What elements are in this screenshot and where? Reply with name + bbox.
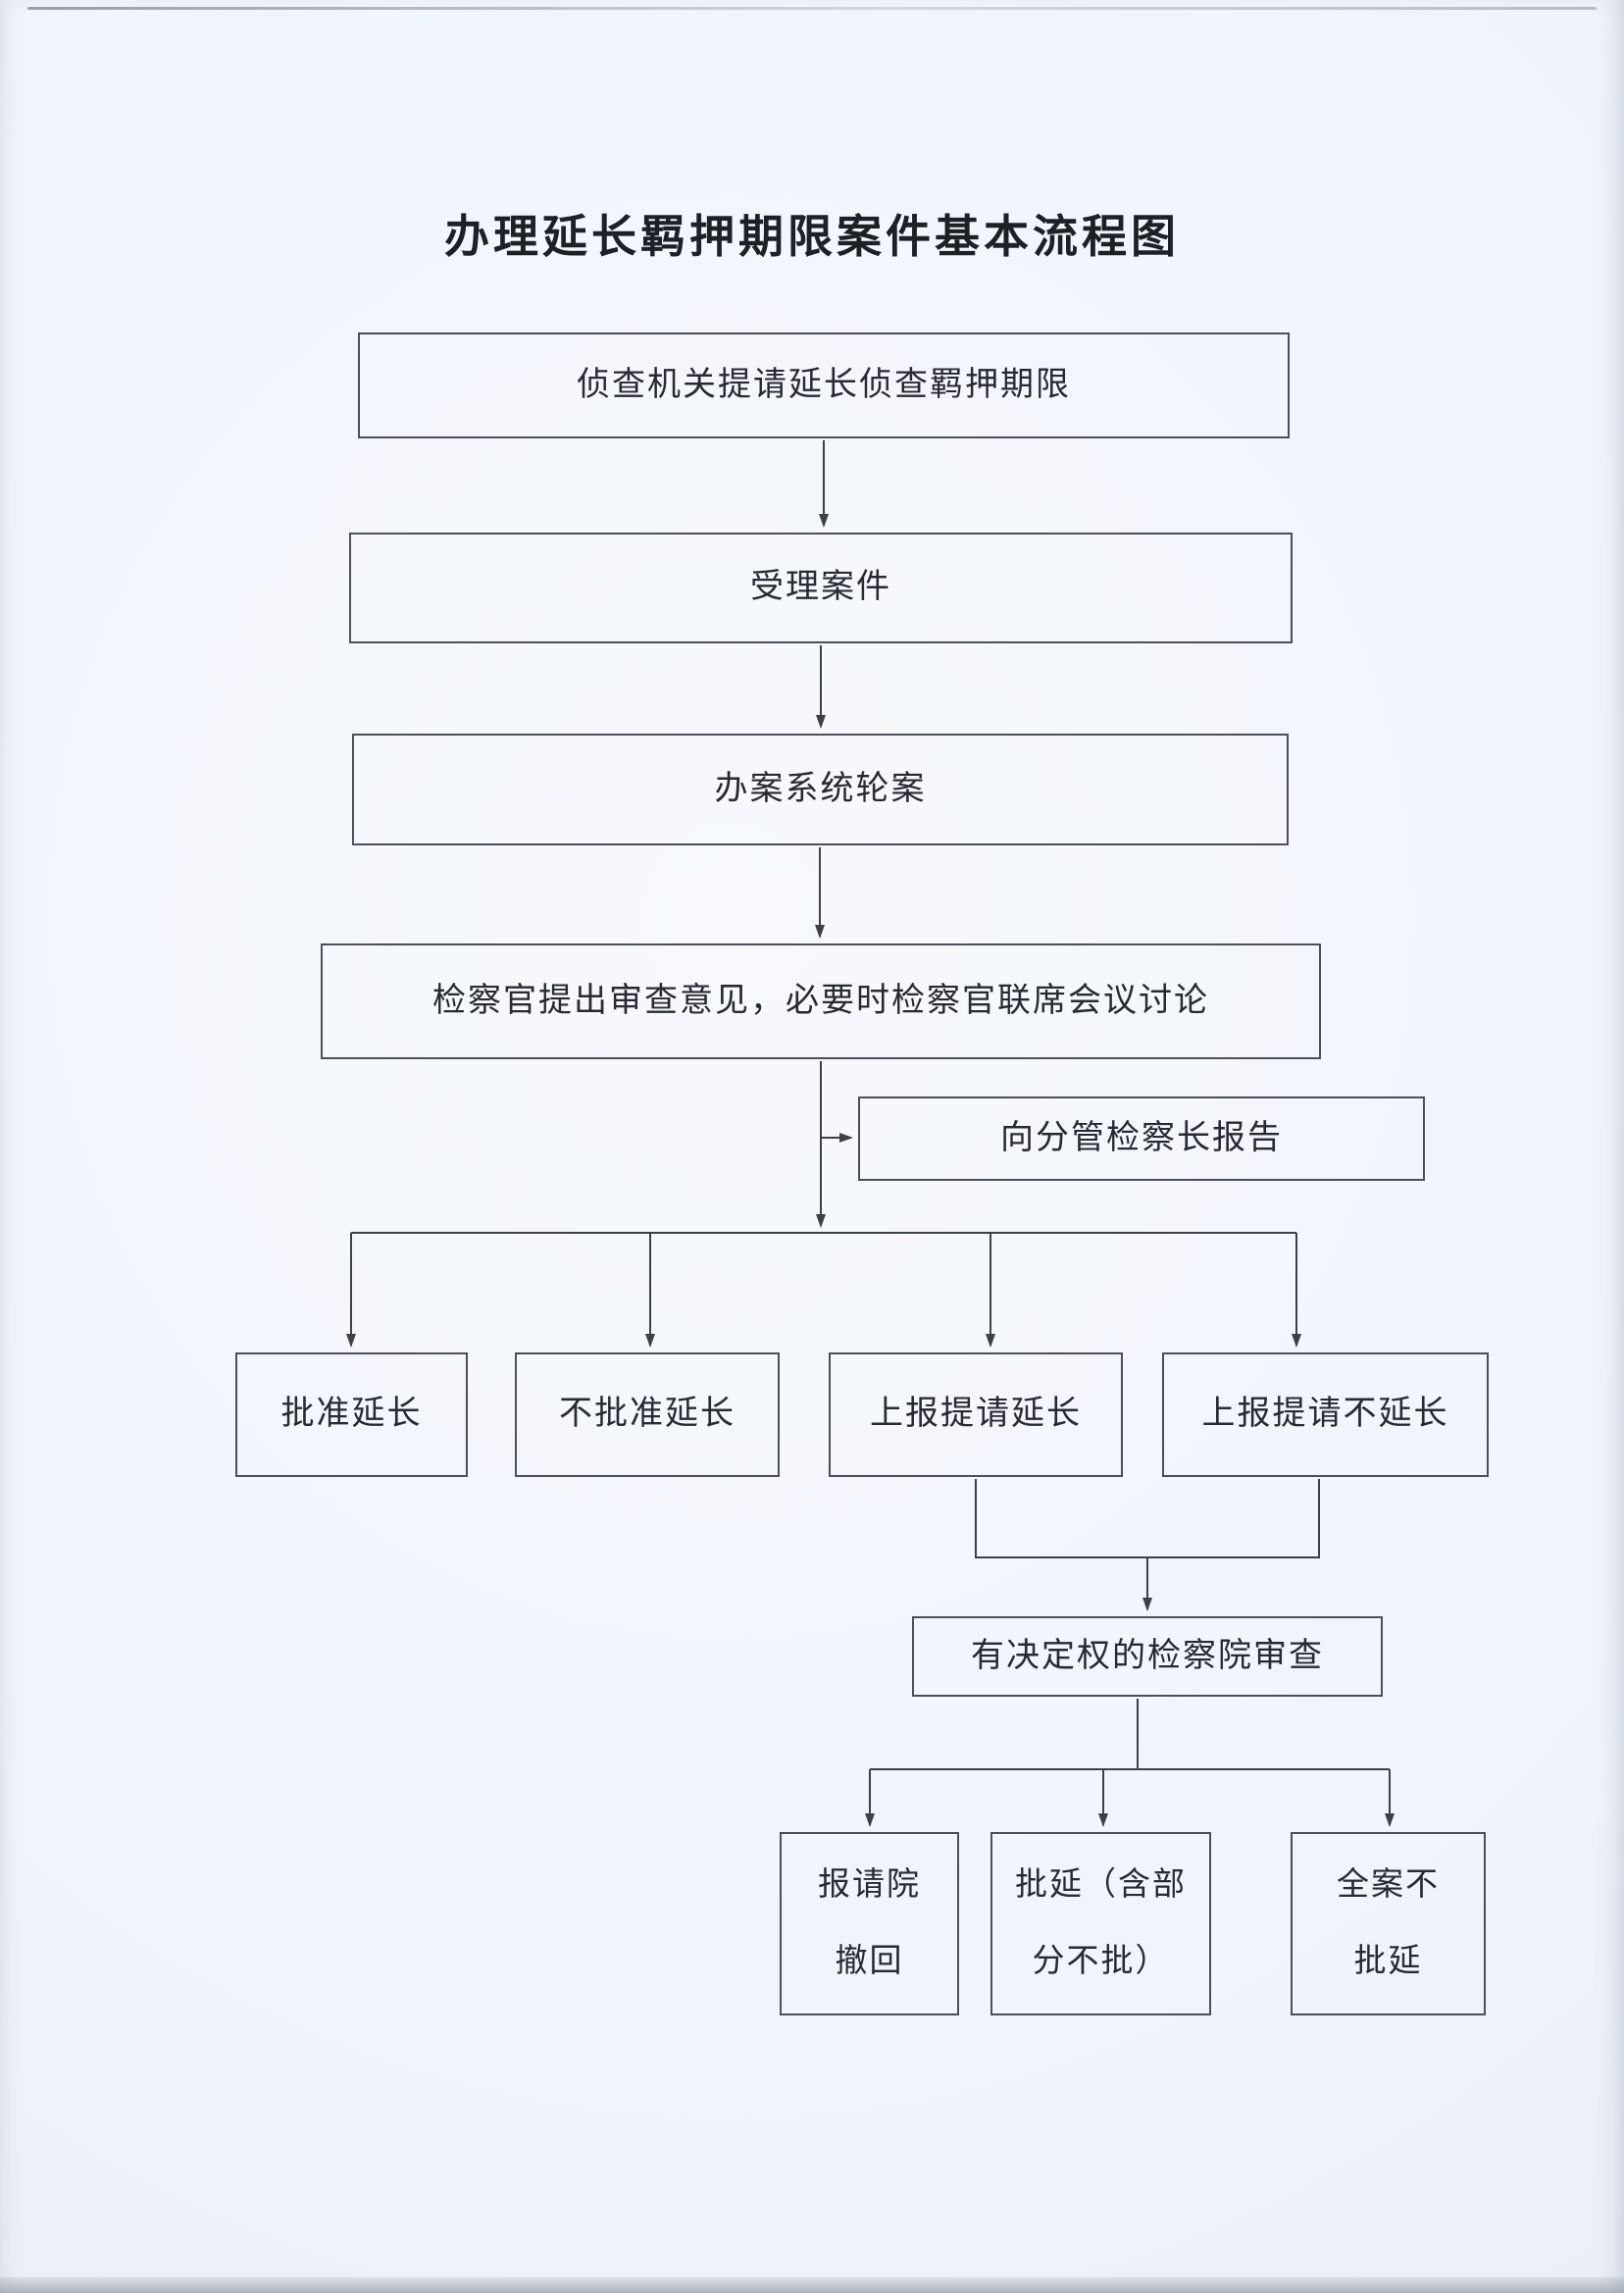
- node-submit-request-extension-label: 上报提请延长: [870, 1396, 1082, 1433]
- node-whole-case-no-extension-line2: 批延: [1353, 1943, 1423, 1979]
- node-case-rotation-label: 办案系统轮案: [714, 770, 927, 807]
- node-whole-case-no-extension: 全案不 批延: [1291, 1832, 1486, 2015]
- scan-edge-bottom: [0, 2277, 1624, 2293]
- node-prosecutor-review: 检察官提出审查意见，必要时检察官联席会议讨论: [321, 943, 1321, 1059]
- node-approve-with-partial-denial: 批延（含部 分不批）: [990, 1832, 1211, 2015]
- node-whole-case-no-extension-line1: 全案不: [1337, 1867, 1440, 1904]
- node-disapprove-extension: 不批准延长: [515, 1352, 780, 1477]
- node-report-chief-prosecutor-label: 向分管检察长报告: [1000, 1119, 1283, 1156]
- node-deciding-procuratorate-review-label: 有决定权的检察院审查: [971, 1637, 1324, 1674]
- scan-edge-top: [27, 7, 1597, 10]
- node-request-withdrawal-line2: 撤回: [835, 1943, 904, 1979]
- node-request-extension-label: 侦查机关提请延长侦查羁押期限: [577, 366, 1071, 403]
- node-case-rotation: 办案系统轮案: [352, 734, 1289, 845]
- node-approve-extension-label: 批准延长: [280, 1396, 423, 1433]
- node-submit-request-no-extension: 上报提请不延长: [1162, 1352, 1489, 1477]
- page-title: 办理延长羁押期限案件基本流程图: [444, 212, 1180, 262]
- node-accept-case: 受理案件: [349, 533, 1293, 643]
- node-submit-request-no-extension-label: 上报提请不延长: [1201, 1396, 1449, 1433]
- node-report-chief-prosecutor: 向分管检察长报告: [858, 1096, 1425, 1181]
- node-deciding-procuratorate-review: 有决定权的检察院审查: [912, 1616, 1383, 1697]
- node-request-withdrawal: 报请院 撤回: [780, 1832, 959, 2015]
- node-submit-request-extension: 上报提请延长: [829, 1352, 1123, 1477]
- node-request-extension: 侦查机关提请延长侦查羁押期限: [358, 332, 1290, 438]
- node-disapprove-extension-label: 不批准延长: [559, 1396, 736, 1433]
- node-approve-with-partial-denial-line1: 批延（含部: [1015, 1867, 1187, 1904]
- node-request-withdrawal-line1: 报请院: [818, 1867, 921, 1904]
- node-prosecutor-review-label: 检察官提出审查意见，必要时检察官联席会议讨论: [432, 982, 1209, 1019]
- node-approve-with-partial-denial-line2: 分不批）: [1032, 1943, 1170, 1979]
- node-accept-case-label: 受理案件: [750, 569, 891, 606]
- node-approve-extension: 批准延长: [235, 1352, 468, 1477]
